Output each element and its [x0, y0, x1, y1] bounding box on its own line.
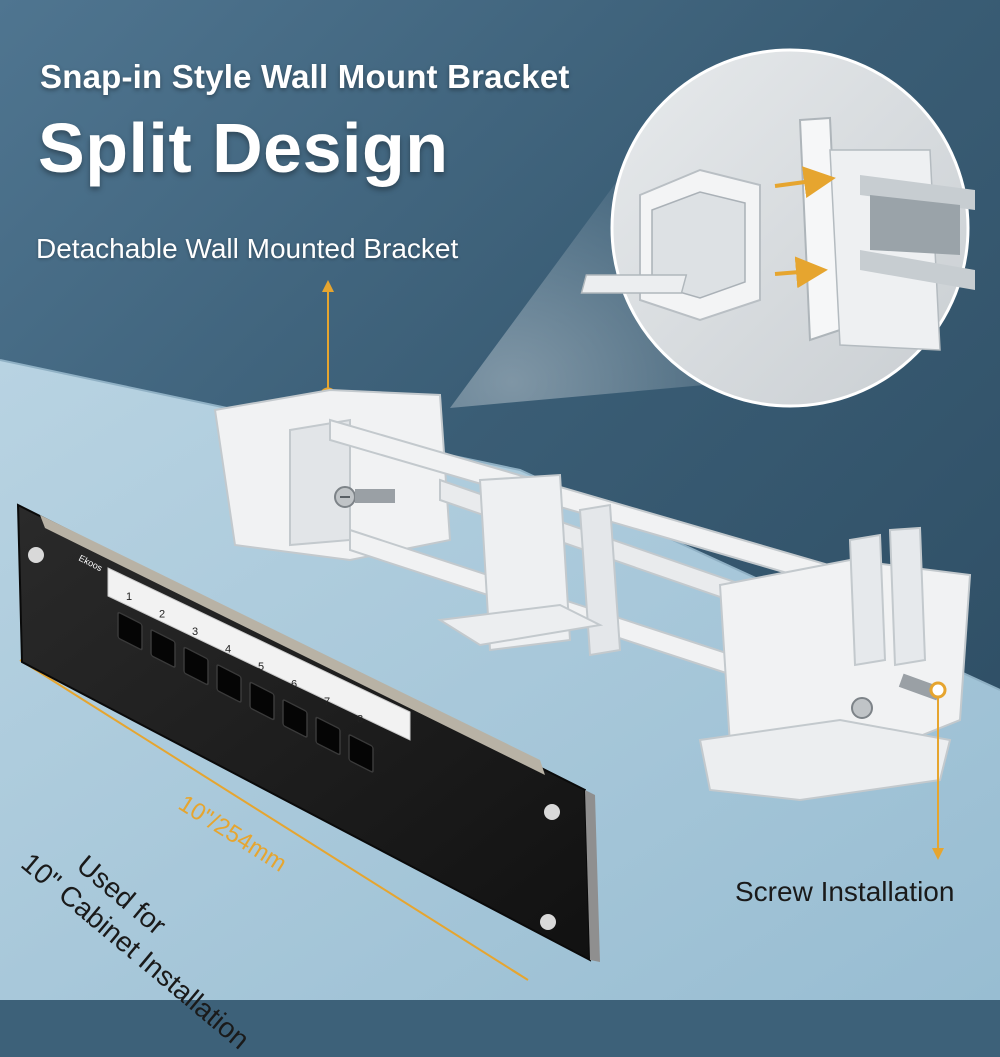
rj45-port-group: 1 2 3 4 5 6 7 8	[117, 591, 374, 773]
mount-hole	[28, 547, 44, 563]
port-number-label: 5	[258, 661, 264, 673]
screw-callout-dot	[929, 681, 947, 699]
screw-callout-arrow	[932, 848, 944, 860]
wall-mount-bracket	[213, 388, 972, 802]
mount-hole	[540, 914, 556, 930]
mount-hole	[544, 804, 560, 820]
rj45-port	[348, 734, 374, 773]
heading-subtitle: Snap-in Style Wall Mount Bracket	[40, 58, 570, 95]
bracket-callout-arrow	[322, 280, 334, 292]
port-number-label: 7	[324, 696, 330, 708]
rj45-port	[216, 664, 242, 703]
rj45-port	[117, 611, 143, 651]
rj45-port	[282, 699, 308, 738]
port-number-label: 1	[126, 591, 132, 603]
rj45-port	[249, 681, 275, 721]
rj45-port	[150, 629, 176, 668]
screw-callout-label: Screw Installation	[735, 876, 955, 907]
detached-clip-illustration	[580, 168, 761, 322]
port-number-label: 4	[225, 644, 231, 656]
rj45-port	[183, 646, 209, 686]
port-number-label: 3	[192, 626, 198, 638]
rj45-port	[315, 716, 341, 756]
port-number-label: 8	[357, 714, 363, 726]
bracket-callout-label: Detachable Wall Mounted Bracket	[36, 233, 459, 264]
screw-right	[851, 673, 947, 719]
screw-left	[334, 486, 395, 508]
port-number-label: 6	[291, 679, 297, 691]
port-number-label: 2	[159, 609, 165, 621]
detail-magnifier	[580, 48, 975, 408]
heading-title: Split Design	[38, 109, 449, 187]
